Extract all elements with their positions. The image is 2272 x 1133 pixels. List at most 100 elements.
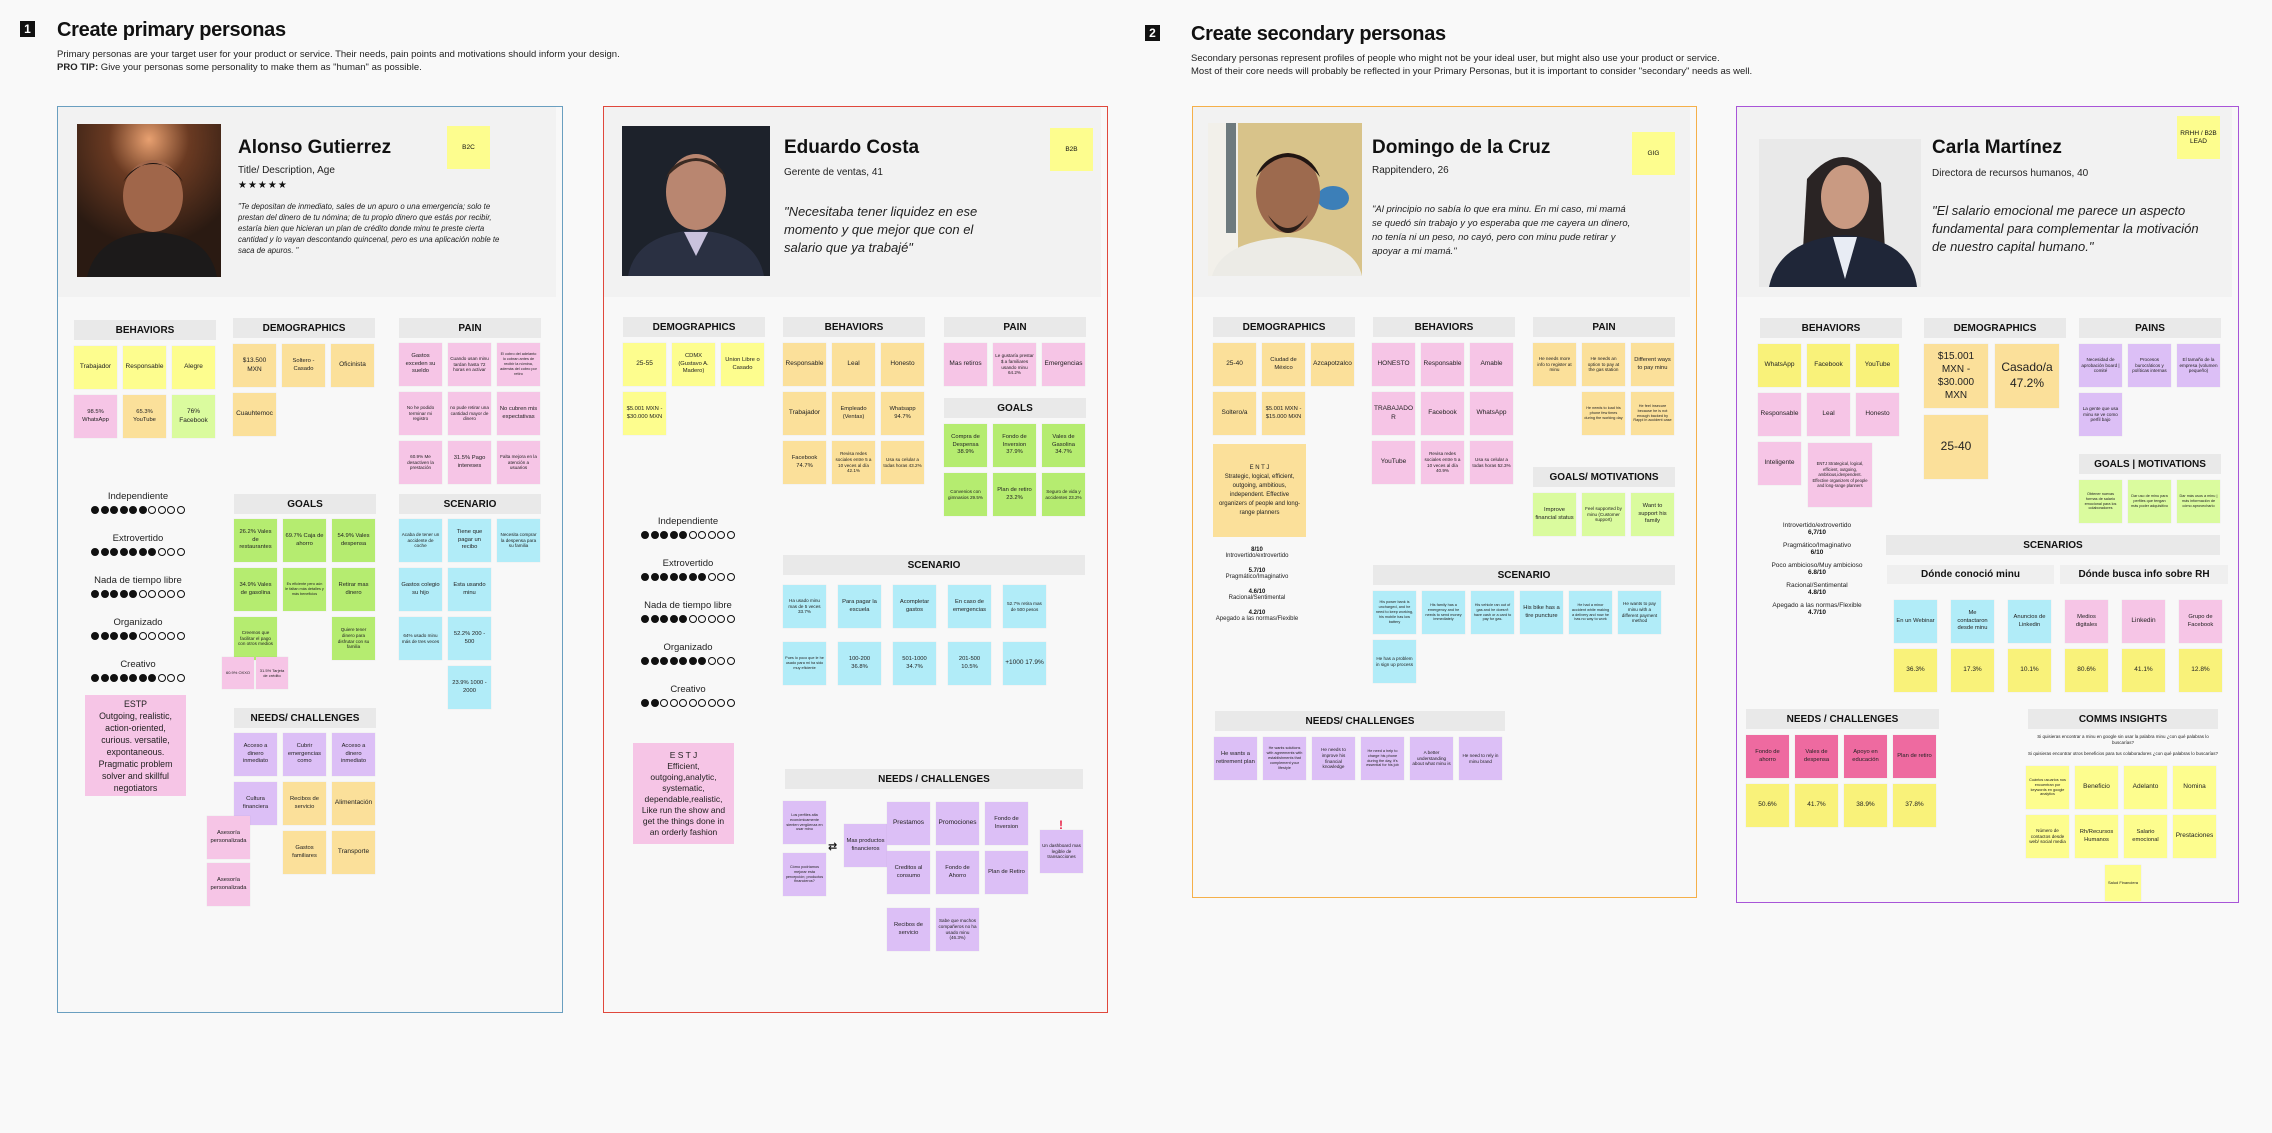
sticky-note[interactable]: Anuncios de Linkedin bbox=[2008, 600, 2051, 643]
sticky-note[interactable]: El tamaño de la empresa (volumen pequeño… bbox=[2177, 344, 2220, 387]
sticky-note[interactable]: Improve financial status bbox=[1533, 493, 1576, 536]
sticky-note[interactable]: Beneficio bbox=[2075, 766, 2118, 809]
sticky-note[interactable]: Ciudad de México bbox=[1262, 343, 1305, 386]
sticky-note[interactable]: Promociones bbox=[936, 802, 979, 845]
sticky-note[interactable]: 100-200 36.8% bbox=[838, 642, 881, 685]
sticky-note[interactable]: Plan de retiro bbox=[1893, 735, 1936, 778]
sticky-note[interactable]: He need a help to charge his phone durin… bbox=[1361, 737, 1404, 780]
sticky-note[interactable]: Dar más usos a minu | más información de… bbox=[2177, 480, 2220, 523]
sticky-note[interactable]: Inteligente bbox=[1758, 442, 1801, 485]
sticky-note[interactable]: 25-55 bbox=[623, 343, 666, 386]
sticky-note[interactable]: Vales de Gasolina 34.7% bbox=[1042, 424, 1085, 467]
sticky-note[interactable]: His power bank is uncharged, and he need… bbox=[1373, 591, 1416, 634]
sticky-note[interactable]: WhatsApp bbox=[1470, 392, 1513, 435]
sticky-note[interactable]: Fondo de Inversion 37.9% bbox=[993, 424, 1036, 467]
sticky-note[interactable]: 26.2% Vales de restaurantes bbox=[234, 519, 277, 562]
sticky-note[interactable]: Obtener nuevas formas de salario emocion… bbox=[2079, 480, 2122, 523]
sticky-note[interactable]: Usa su celular a todas horas 52.3% bbox=[1470, 441, 1513, 484]
sticky-note[interactable]: Cubrir emergencias como bbox=[283, 733, 326, 776]
sticky-note[interactable]: Cuauhtemoc bbox=[233, 393, 276, 436]
sticky-note[interactable]: Mas retiros bbox=[944, 343, 987, 386]
sticky-note[interactable]: 41.1% bbox=[2122, 649, 2165, 692]
persona-type-badge[interactable]: B2C bbox=[447, 126, 490, 169]
sticky-note[interactable]: Fondo de ahorro bbox=[1746, 735, 1789, 778]
sticky-note[interactable]: En caso de emergencias bbox=[948, 585, 991, 628]
sticky-note[interactable]: Cuántos usuarios nos encuentran por keyw… bbox=[2026, 766, 2069, 809]
sticky-note[interactable]: Alegre bbox=[172, 346, 215, 389]
sticky-note[interactable]: Procesos burocráticos y políticas intern… bbox=[2128, 344, 2171, 387]
sticky-note[interactable]: Dar uso de minu para perfiles que tengan… bbox=[2128, 480, 2171, 523]
sticky-note[interactable]: Le gustaría prestar $ a familiares usand… bbox=[993, 343, 1036, 386]
sticky-note[interactable]: Trabajador bbox=[783, 392, 826, 435]
personality-type-note[interactable]: ESTP Outgoing, realistic, action-oriente… bbox=[85, 695, 186, 796]
sticky-note[interactable]: He has a problem in sign up process bbox=[1373, 640, 1416, 683]
sticky-note[interactable]: 201-500 10.5% bbox=[948, 642, 991, 685]
sticky-note[interactable]: 52.7% retira mas de 500 pesos bbox=[1003, 585, 1046, 628]
sticky-note[interactable]: He needs to improve his financial knowle… bbox=[1312, 737, 1355, 780]
sticky-note[interactable]: 50.6% bbox=[1746, 784, 1789, 827]
sticky-note[interactable]: Cómo podríamos mejorar esta percepción; … bbox=[783, 853, 826, 896]
sticky-note[interactable]: His vehicle ran out of gas and he doesn'… bbox=[1471, 591, 1514, 634]
sticky-note[interactable]: 36.3% bbox=[1894, 649, 1937, 692]
persona-type-badge[interactable]: B2B bbox=[1050, 128, 1093, 171]
sticky-note[interactable]: Responsable bbox=[783, 343, 826, 386]
sticky-note[interactable]: 60.9% Me desactiven la prestación bbox=[399, 441, 442, 484]
sticky-note[interactable]: Gastos familiares bbox=[283, 831, 326, 874]
sticky-note[interactable]: WhatsApp bbox=[1758, 344, 1801, 387]
sticky-note[interactable]: Prestamos bbox=[887, 802, 930, 845]
sticky-note[interactable]: YouTube bbox=[1856, 344, 1899, 387]
sticky-note[interactable]: 38.9% bbox=[1844, 784, 1887, 827]
sticky-note[interactable]: 10.1% bbox=[2008, 649, 2051, 692]
sticky-note[interactable]: Acaba de tener un accidente de coche bbox=[399, 519, 442, 562]
sticky-note[interactable]: Pues lo poco que le he usado para mi ha … bbox=[783, 642, 826, 685]
sticky-note[interactable]: Plan de Retiro bbox=[985, 851, 1028, 894]
sticky-note[interactable]: Alimentación bbox=[332, 782, 375, 825]
sticky-note[interactable]: Gastos exceden su sueldo bbox=[399, 343, 442, 386]
sticky-note[interactable]: La gente que usa minu se ve como perfil … bbox=[2079, 393, 2122, 436]
sticky-note[interactable]: Tiene que pagar un recibo bbox=[448, 519, 491, 562]
sticky-note[interactable]: Emergencias bbox=[1042, 343, 1085, 386]
sticky-note[interactable]: Número de contactos desde web/ social me… bbox=[2026, 815, 2069, 858]
sticky-note[interactable]: Responsable bbox=[1421, 343, 1464, 386]
sticky-note[interactable]: Rh/Recursos Humanos bbox=[2075, 815, 2118, 858]
sticky-note[interactable]: Revisa redes sociales entre 5 a 10 veces… bbox=[832, 441, 875, 484]
sticky-note[interactable]: Feel supported by minu (Customer support… bbox=[1582, 493, 1625, 536]
sticky-note[interactable]: Necesita comprar la despensa para su fam… bbox=[497, 519, 540, 562]
sticky-note[interactable]: Empleado (Ventas) bbox=[832, 392, 875, 435]
sticky-note[interactable]: He needs to load his phone few times dur… bbox=[1582, 392, 1625, 435]
sticky-note[interactable]: 37.8% bbox=[1893, 784, 1936, 827]
sticky-note[interactable]: His bike has a tire puncture bbox=[1520, 591, 1563, 634]
sticky-note[interactable]: Adelanto bbox=[2124, 766, 2167, 809]
sticky-note[interactable]: Para pagar la escuela bbox=[838, 585, 881, 628]
personality-type-note[interactable]: E S T J Efficient, outgoing,analytic, sy… bbox=[633, 743, 734, 844]
sticky-note[interactable]: Acompletar gastos bbox=[893, 585, 936, 628]
sticky-note[interactable]: Esta usando minu bbox=[448, 568, 491, 611]
sticky-note[interactable]: Facebook bbox=[1421, 392, 1464, 435]
sticky-note[interactable]: Medios digitales bbox=[2065, 600, 2108, 643]
sticky-note[interactable]: En un Webinar bbox=[1894, 600, 1937, 643]
sticky-note[interactable]: Responsable bbox=[1758, 393, 1801, 436]
sticky-note[interactable]: Facebook 74.7% bbox=[783, 441, 826, 484]
sticky-note[interactable]: Responsable bbox=[123, 346, 166, 389]
sticky-note[interactable]: Vales de despensa bbox=[1795, 735, 1838, 778]
sticky-note[interactable]: His family has a emergency and he needs … bbox=[1422, 591, 1465, 634]
sticky-note[interactable]: Convenios con gimnasios 29.5% bbox=[944, 473, 987, 516]
sticky-note[interactable]: 69.7% Caja de ahorro bbox=[283, 519, 326, 562]
sticky-note[interactable]: He wants a retirement plan bbox=[1214, 737, 1257, 780]
sticky-note[interactable]: Leal bbox=[1807, 393, 1850, 436]
sticky-note[interactable]: Linkedin bbox=[2122, 600, 2165, 643]
sticky-note[interactable]: Trabajador bbox=[74, 346, 117, 389]
sticky-note[interactable]: 23.9% 1000 - 2000 bbox=[448, 666, 491, 709]
sticky-note[interactable]: Union Libre o Casado bbox=[721, 343, 764, 386]
sticky-note[interactable]: Creemos que facilitar el pago con otros … bbox=[234, 617, 277, 660]
sticky-note[interactable]: $15.001 MXN - $30.000 MXN bbox=[1924, 344, 1988, 408]
sticky-note[interactable]: Cuando usan minu tardan hasta 72 horas e… bbox=[448, 343, 491, 386]
sticky-note[interactable]: Transporte bbox=[332, 831, 375, 874]
sticky-note[interactable]: Revisa redes sociales entre 5 a 10 veces… bbox=[1421, 441, 1464, 484]
sticky-note[interactable]: Fondo de Ahorro bbox=[936, 851, 979, 894]
sticky-note[interactable]: He had a minor accident while making a d… bbox=[1569, 591, 1612, 634]
sticky-note[interactable]: 31.5% Pago intereses bbox=[448, 441, 491, 484]
sticky-note[interactable]: YouTube bbox=[1372, 441, 1415, 484]
sticky-note[interactable]: HONESTO bbox=[1372, 343, 1415, 386]
sticky-note[interactable]: Seguro de vida y accidentes 23.2% bbox=[1042, 473, 1085, 516]
